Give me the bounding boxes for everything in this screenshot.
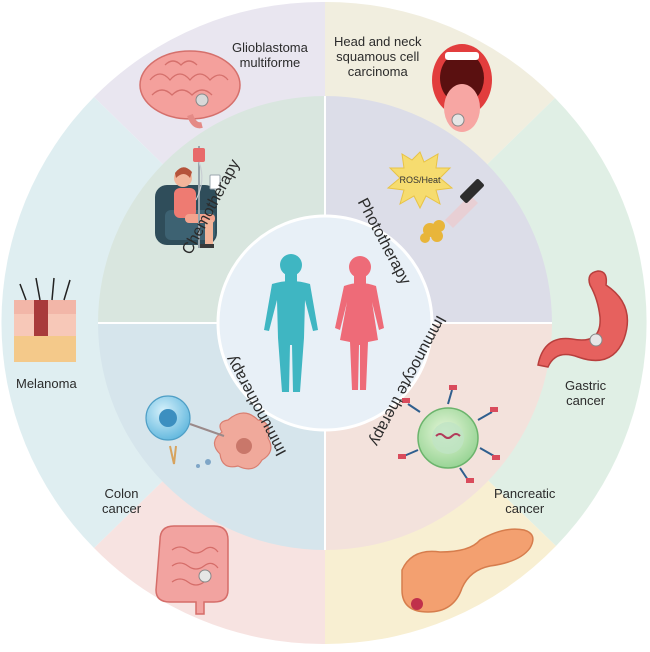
head-neck-line-1: Head and neck [334,34,422,49]
brain-icon [139,50,241,129]
colon-line-1: Colon [104,486,139,501]
ros-heat-label: ROS/Heat [399,175,441,185]
tumor-mass-icon [420,220,445,243]
skin-icon [14,277,76,362]
head-neck-line-2: squamous cell [336,49,420,64]
phototherapy-illustration: ROS/Heat [386,151,484,243]
label-pancreatic: Pancreatic cancer [494,486,555,516]
pancreatic-line-2: cancer [505,501,545,516]
ros-heat-burst [386,151,454,210]
chemotherapy-illustration [155,146,221,248]
male-figure [264,254,318,392]
female-figure [335,256,384,390]
gastric-line-1: Gastric [565,378,607,393]
glioblastoma-line-1: Glioblastoma [232,40,308,55]
melanoma-line-1: Melanoma [16,376,77,391]
colon-line-2: cancer [102,501,142,516]
immunotherapy-illustration [145,395,272,470]
mouth-icon [432,44,492,132]
label-head-neck: Head and neck squamous cell carcinoma [334,34,421,79]
immunocyte-illustration [398,385,500,483]
intestine-icon [155,525,229,615]
center-circle [216,214,434,432]
label-glioblastoma: Glioblastoma multiforme [232,40,308,70]
gastric-line-2: cancer [566,393,606,408]
stomach-icon [537,270,629,368]
pancreas-icon [401,528,534,613]
label-melanoma: Melanoma [16,376,77,391]
glioblastoma-line-2: multiforme [239,55,301,70]
label-colon: Colon cancer [102,486,141,516]
label-gastric: Gastric cancer [565,378,606,408]
pancreatic-line-1: Pancreatic [494,486,556,501]
head-neck-line-3: carcinoma [347,64,408,79]
